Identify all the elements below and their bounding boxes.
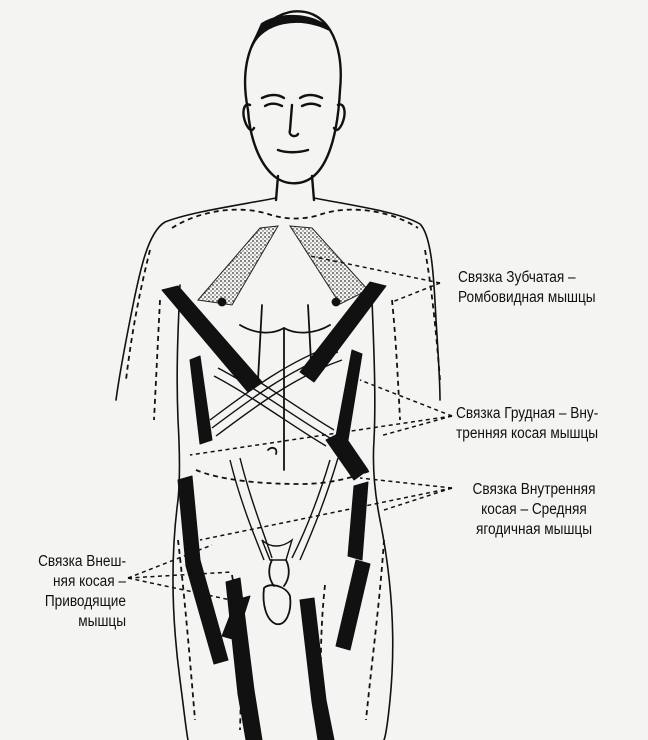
label-external-oblique-adductors: Связка Внеш- няя косая – Приводящие мышц… [17, 552, 126, 632]
torso-outline [116, 198, 440, 740]
label-line: Связка Внутренняя [448, 480, 620, 500]
pelvis-details [264, 560, 291, 624]
label-line: Приводящие [17, 592, 126, 612]
label-serratus-rhomboid: Связка Зубчатая – Ромбовидная мышцы [458, 268, 596, 308]
sling-straps-dark [162, 282, 386, 740]
label-internal-oblique-gluteus: Связка Внутренняя косая – Средняя ягодич… [448, 480, 620, 540]
label-line: тренняя косая мышцы [456, 424, 598, 444]
chest-details [219, 299, 340, 471]
label-pectoral-internal-oblique: Связка Грудная – Вну- тренняя косая мышц… [456, 404, 598, 444]
label-line: Ромбовидная мышцы [458, 288, 596, 308]
label-line: косая – Средняя [448, 500, 620, 520]
label-line: ягодичная мышцы [448, 520, 620, 540]
label-line: Связка Грудная – Вну- [456, 404, 598, 424]
label-line: Связка Зубчатая – [458, 268, 596, 288]
stippled-serratus [198, 226, 368, 305]
label-line: мышцы [17, 612, 126, 632]
label-line: Связка Внеш- [17, 552, 126, 572]
label-line: няя косая – [17, 572, 126, 592]
head [243, 11, 344, 200]
